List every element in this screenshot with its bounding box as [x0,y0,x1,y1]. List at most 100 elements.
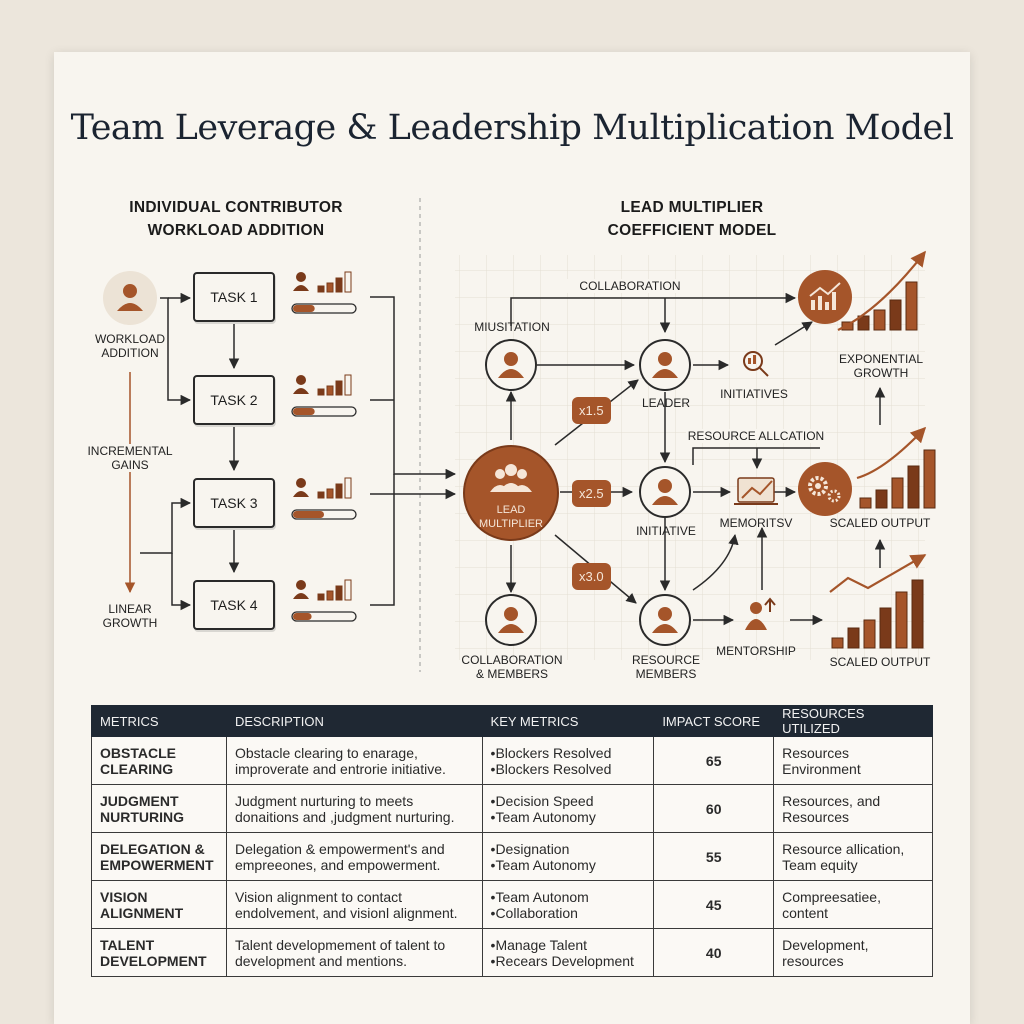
metric-name-line1: DELEGATION & [100,840,205,857]
resource-members-label: RESOURCE MEMBERS [616,653,716,681]
diagram-canvas [103,198,936,672]
task-4-progress-bar [291,611,357,622]
multiplier-badge-1: x1.5 [572,397,611,424]
metric-name-line1: VISION [100,888,148,905]
metric-name-line2: ALIGNMENT [100,904,184,921]
memoritsv-label: MEMORITSV [719,516,793,530]
task-2-progress-bar [291,406,357,417]
gears-icon [798,462,852,516]
task-3-progress-bar [291,509,357,520]
task-4-metrics-icon [293,579,352,601]
initiatives-magnifier-icon [743,351,769,377]
key-metric-2: Team Autonomy [491,857,646,873]
description-line2: endolvement, and visionl alignment. [234,904,458,921]
column-header-metrics: METRICS [91,705,227,737]
key-metric-2: Collaboration [491,905,646,921]
description-line2: development and mentions. [234,952,407,969]
metric-name-line2: CLEARING [100,760,174,777]
leader-person-node [639,339,691,391]
incremental-gains-label: INCREMENTAL GAINS [80,444,180,472]
collaboration-label: COLLABORATION [560,279,700,293]
task-1-progress-bar [291,303,357,314]
linear-growth-label: LINEAR GROWTH [80,602,180,630]
page-title: Team Leverage & Leadership Multiplicatio… [70,108,954,148]
incremental-line1: INCREMENTAL [87,444,173,458]
metric-name-line2: EMPOWERMENT [100,856,214,873]
lead-multiplier-node [463,445,559,541]
initiative-person-node [639,466,691,518]
workload-addition-label: WORKLOAD ADDITION [80,332,180,360]
description-line2: donaitions and ,judgment nurturing. [234,808,455,825]
key-metric-1: Decision Speed [491,793,646,809]
linear-line2: GROWTH [102,616,158,630]
metric-name-line1: TALENT [100,936,155,953]
lead-multiplier-line2: MULTIPLIER [479,518,543,530]
left-section-heading: INDIVIDUAL CONTRIBUTOR WORKLOAD ADDITION [96,196,376,242]
collab-members-line1: COLLABORATION [461,653,563,667]
column-header-key-metrics: KEY METRICS [481,705,655,737]
resources-cell: Resource allication,Team equity [773,832,933,881]
scaled-output-label-2: SCALED OUTPUT [829,655,931,669]
task-output-lines [370,296,457,606]
misuitation-person-node [485,339,537,391]
resource-members-person-node [639,594,691,646]
task-connector-lines [140,292,240,611]
impact-score-cell: 40 [653,928,775,977]
key-metric-1: Designation [491,841,646,857]
resources-line1: Development, [782,936,869,953]
resources-line1: Resources [782,744,850,761]
growth-chart-icon [798,270,852,324]
task-1-metrics-icon [293,271,352,293]
exponential-growth-bars [837,250,926,331]
right-heading-line1: LEAD MULTIPLIER [620,199,764,216]
workload-label-line1: WORKLOAD [94,332,165,346]
task-4-box[interactable]: TASK 4 [193,580,275,630]
resources-line1: Compreesatiee, [782,888,881,905]
task-2-metrics-icon [293,374,352,396]
left-heading-line1: INDIVIDUAL CONTRIBUTOR [129,199,343,216]
description-line1: Obstacle clearing to enarage, [234,744,418,761]
multiplier-badge-3: x3.0 [572,563,611,590]
description-line2: empreeones, and empowerment. [234,856,441,873]
description-line1: Vision alignment to contact [234,888,403,905]
key-metrics-cell: Decision SpeedTeam Autonomy [481,784,655,833]
resources-line2: resources [782,952,844,969]
right-section-heading: LEAD MULTIPLIER COEFFICIENT MODEL [552,196,832,242]
metric-name-cell: DELEGATION &EMPOWERMENT [91,832,227,881]
misuitation-label: MIUSITATION [474,320,550,334]
initiatives-label: INITIATIVES [720,387,788,401]
resources-cell: Compreesatiee,content [773,880,933,929]
key-metric-2: Team Autonomy [491,809,646,825]
resources-line1: Resources, and [782,792,881,809]
key-metric-2: Recears Development [491,953,646,969]
collaboration-members-label: COLLABORATION & MEMBERS [452,653,572,681]
description-line2: improverate and entrorie initiative. [234,760,446,777]
key-metric-1: Team Autonom [491,889,646,905]
workload-person-icon [103,271,157,325]
mentorship-person-icon [745,597,776,630]
column-header-description: DESCRIPTION [225,705,483,737]
mentorship-label: MENTORSHIP [716,644,796,658]
leader-label: LEADER [641,396,691,410]
scaled-output-bars-2 [829,554,927,649]
resource-members-line2: MEMBERS [635,667,697,681]
task-3-metrics-icon [293,477,352,499]
task-3-box[interactable]: TASK 3 [193,478,275,528]
resources-cell: Development,resources [773,928,933,977]
column-header-impact-score: IMPACT SCORE [653,705,775,737]
resource-members-line1: RESOURCE [631,653,700,667]
key-metrics-cell: Team AutonomCollaboration [481,880,655,929]
task-2-box[interactable]: TASK 2 [193,375,275,425]
impact-score-cell: 45 [653,880,775,929]
task-1-box[interactable]: TASK 1 [193,272,275,322]
